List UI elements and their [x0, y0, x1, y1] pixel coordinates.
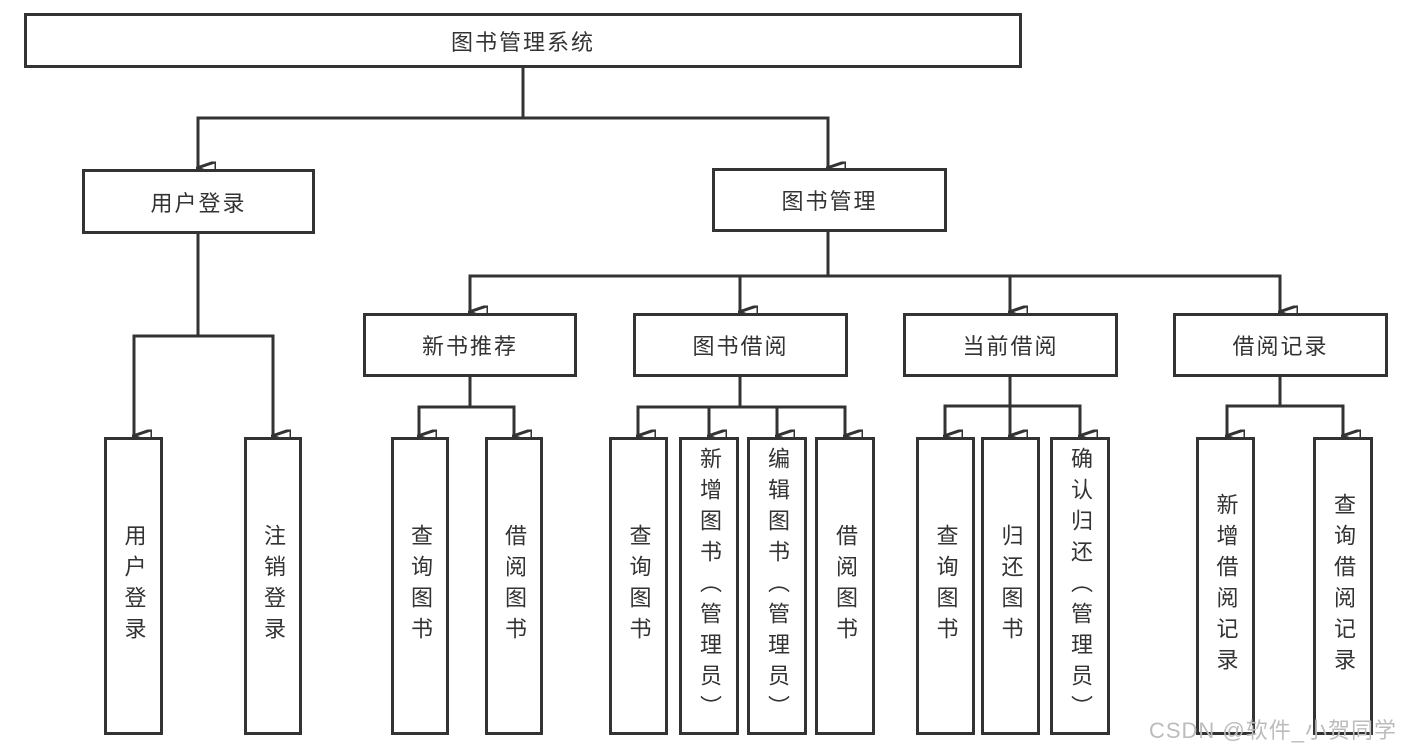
node-label: 编辑图书（管理员） — [765, 446, 790, 726]
branch-borrowing-records — [1226, 377, 1345, 436]
node-label: 当前借阅 — [962, 334, 1059, 359]
node-leaf-recommend-borrow-books: 借阅图书 — [485, 437, 543, 735]
branch-root — [197, 67, 830, 168]
node-label: 新增借阅记录 — [1213, 493, 1239, 679]
node-borrowing-records: 借阅记录 — [1173, 313, 1388, 377]
node-leaf-records-query-record: 查询借阅记录 — [1313, 437, 1373, 735]
node-leaf-records-add-record: 新增借阅记录 — [1196, 437, 1255, 735]
node-label: 用户登录 — [150, 190, 247, 216]
node-leaf-current-return-books: 归还图书 — [981, 437, 1040, 735]
node-label: 新增图书（管理员） — [697, 446, 722, 726]
node-leaf-borrowing-add-books-admin: 新增图书（管理员） — [679, 437, 739, 735]
node-label: 借阅图书 — [833, 524, 858, 648]
node-current-borrowing: 当前借阅 — [903, 313, 1118, 377]
node-leaf-user-login: 用户登录 — [104, 437, 163, 735]
branch-book-management — [469, 232, 1282, 312]
node-label: 确认归还（管理员） — [1068, 446, 1093, 726]
branch-current-borrowing — [944, 377, 1082, 436]
branch-new-book-recommend — [418, 377, 516, 436]
node-label: 图书管理 — [781, 189, 878, 214]
node-label: 查询图书 — [626, 524, 652, 648]
node-leaf-borrowing-borrow-books: 借阅图书 — [815, 437, 875, 735]
node-leaf-current-query-books: 查询图书 — [916, 437, 975, 735]
node-label: 用户登录 — [121, 524, 147, 648]
node-label: 查询图书 — [408, 524, 433, 648]
node-new-book-recommend: 新书推荐 — [363, 313, 577, 377]
node-leaf-borrowing-query-books: 查询图书 — [609, 437, 668, 735]
node-label: 借阅记录 — [1232, 334, 1329, 359]
node-book-borrowing: 图书借阅 — [633, 313, 848, 377]
node-label: 新书推荐 — [421, 334, 518, 359]
node-user-login: 用户登录 — [82, 169, 315, 234]
node-label: 查询图书 — [933, 524, 959, 648]
node-leaf-logout: 注销登录 — [244, 437, 302, 735]
node-label: 查询借阅记录 — [1331, 493, 1356, 679]
node-label: 借阅图书 — [502, 524, 527, 648]
node-label: 图书管理系统 — [450, 29, 595, 55]
node-leaf-current-confirm-return-admin: 确认归还（管理员） — [1050, 437, 1110, 735]
node-book-management: 图书管理 — [712, 168, 947, 232]
node-label: 归还图书 — [998, 524, 1024, 648]
node-leaf-borrowing-edit-books-admin: 编辑图书（管理员） — [747, 437, 807, 735]
node-leaf-recommend-query-books: 查询图书 — [391, 437, 449, 735]
node-label: 注销登录 — [261, 524, 286, 648]
node-library-management-system: 图书管理系统 — [24, 13, 1022, 68]
branch-user-login — [133, 234, 275, 436]
branch-book-borrowing — [637, 377, 847, 436]
node-label: 图书借阅 — [692, 334, 789, 359]
